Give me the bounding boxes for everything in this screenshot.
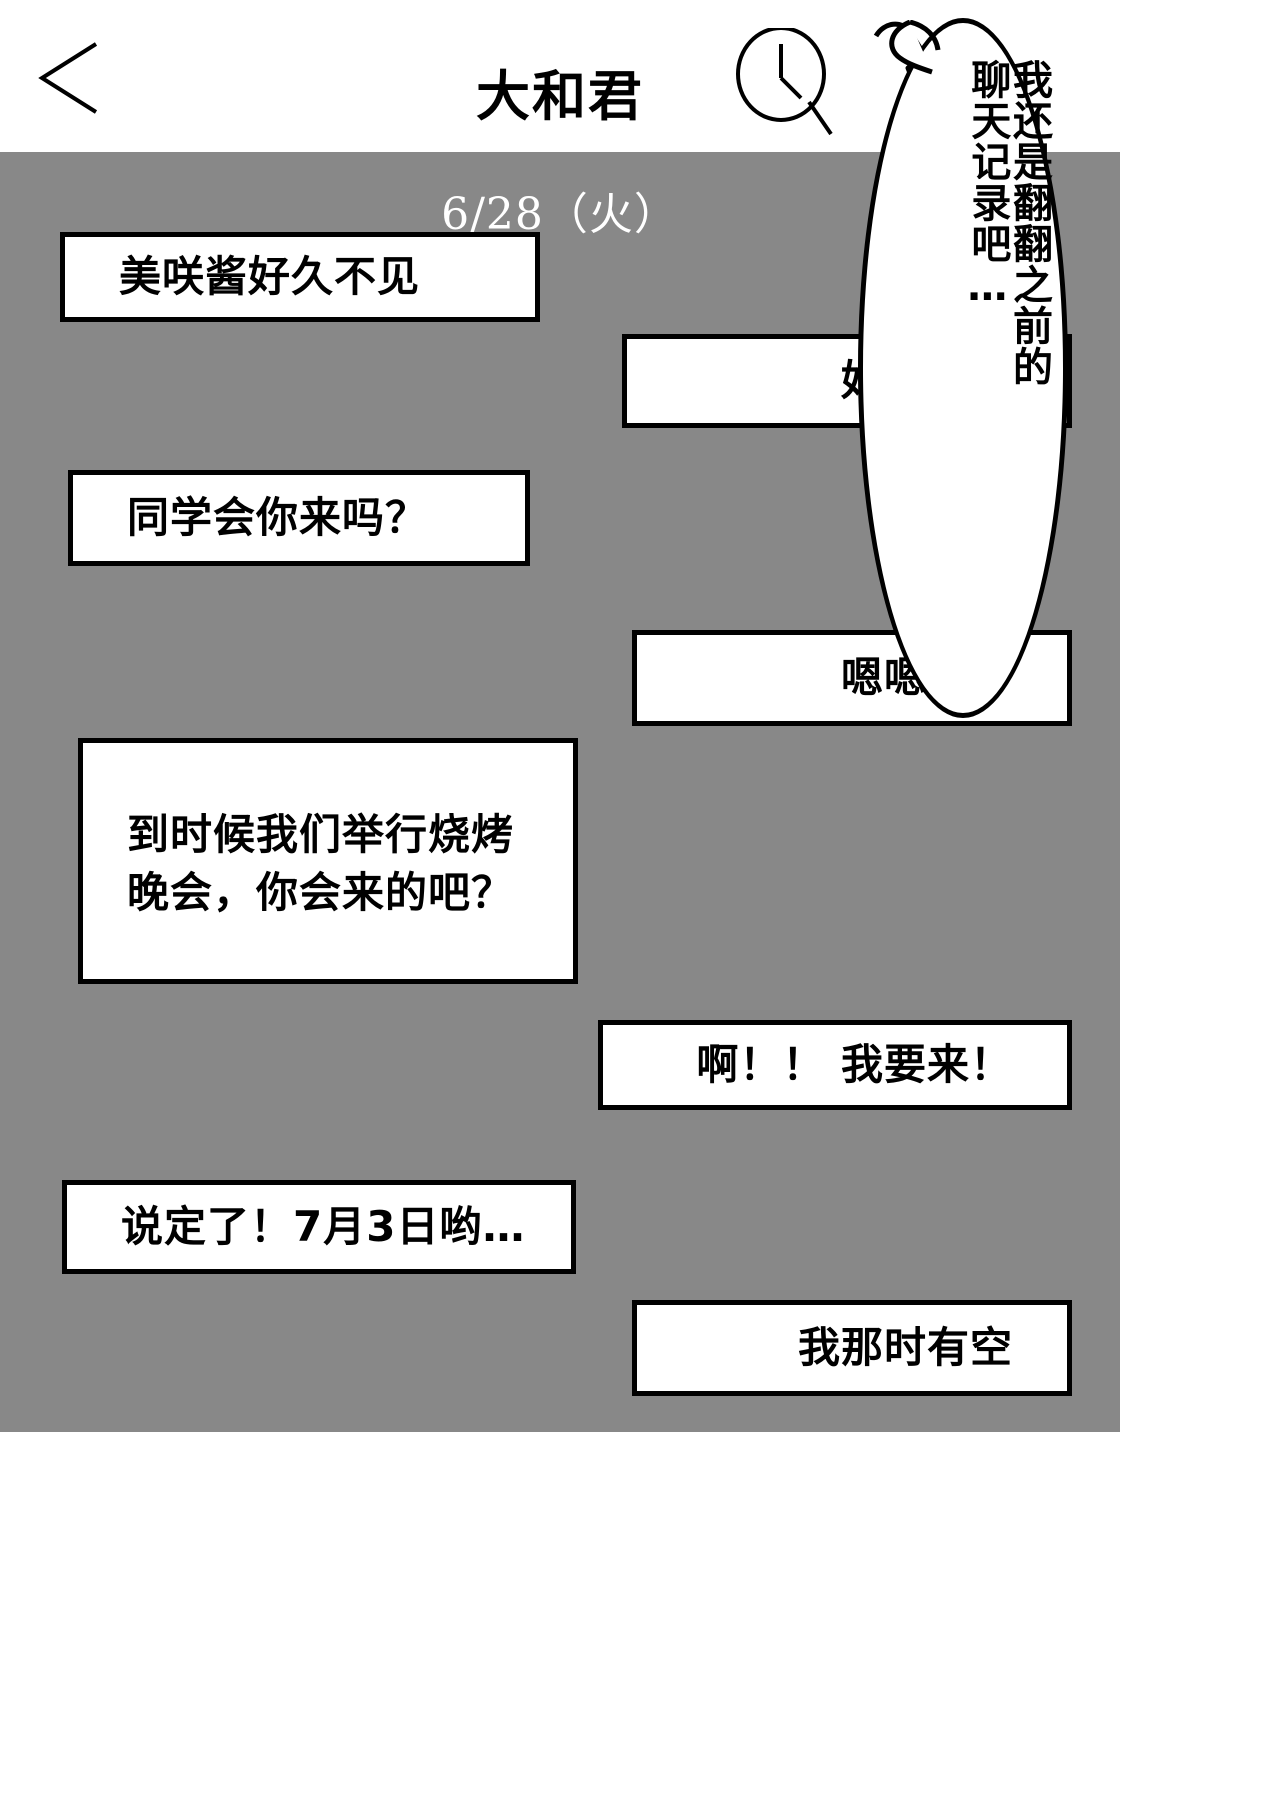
message-bubble[interactable]: 同学会你来吗？ (68, 470, 530, 566)
message-text: 到时候我们举行烧烤 晚会，你会来的吧？ (127, 810, 515, 917)
message-bubble[interactable]: 到时候我们举行烧烤 晚会，你会来的吧？ (78, 738, 578, 984)
page-title: 大和君 (476, 65, 644, 128)
message-bubble[interactable]: 我那时有空 (632, 1300, 1072, 1396)
back-button[interactable] (34, 40, 104, 116)
message-bubble[interactable]: 美咲酱好久不见 (60, 232, 540, 322)
message-bubble[interactable]: 说定了！7月3日哟… (62, 1180, 576, 1274)
thought-balloon-tail (880, 20, 942, 98)
message-bubble[interactable]: 啊！！ 我要来！ (598, 1020, 1072, 1110)
message-list[interactable]: 6/28（火） 美咲酱好久不见 好久不见 同学会你来吗？ 嗯嗯！！ 到时候我们举… (0, 152, 1120, 1432)
date-divider: 6/28（火） (441, 189, 679, 240)
clock-search-icon[interactable] (735, 28, 835, 138)
thought-balloon-text: 我还是翻翻之前的 聊天记录吧… (964, 59, 1052, 387)
thought-balloon: 我还是翻翻之前的 聊天记录吧… (858, 18, 1068, 718)
chat-screen: 大和君 6/28（火） 美咲酱好久不见 好久不见 同学会你来吗？ 嗯嗯！！ 到时… (0, 18, 1120, 1810)
composer-bar (0, 1432, 1120, 1810)
